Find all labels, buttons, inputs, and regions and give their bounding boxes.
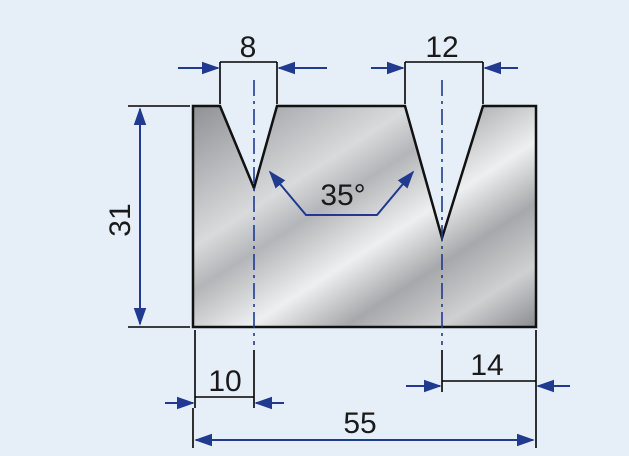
part-body xyxy=(191,104,538,329)
dimension-right-groove-width: 12 xyxy=(371,31,518,104)
label-left-groove-width: 8 xyxy=(240,31,257,64)
dimension-total-width: 55 xyxy=(192,407,535,448)
label-height: 31 xyxy=(104,203,137,236)
dimension-height: 31 xyxy=(104,105,190,328)
dimension-left-offset: 10 xyxy=(165,330,284,410)
label-total-width: 55 xyxy=(343,407,376,440)
dimension-right-offset: 14 xyxy=(406,330,570,448)
label-right-offset: 14 xyxy=(470,349,503,382)
label-left-offset: 10 xyxy=(208,365,241,398)
dimension-left-groove-width: 8 xyxy=(178,31,327,104)
label-right-groove-width: 12 xyxy=(425,31,458,64)
dimension-groove-angle: 35° xyxy=(268,170,415,216)
label-groove-angle: 35° xyxy=(320,179,365,212)
